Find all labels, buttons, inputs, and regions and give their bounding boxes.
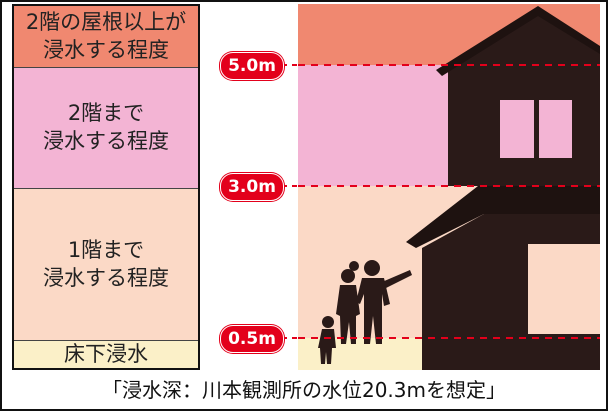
legend-roof-label: 2階の屋根以上が 浸水する程度 [25,9,187,62]
legend-band-under-floor: 床下浸水 [14,340,198,368]
legend-first-floor-label: 1階まで 浸水する程度 [43,237,169,290]
legend-band-second-floor: 2階まで 浸水する程度 [14,67,198,188]
depth-marker-0-5m: 0.5m [220,325,284,353]
depth-marker-3m: 3.0m [220,173,284,201]
caption: 「浸水深：川本観測所の水位20.3mを想定」 [101,378,506,402]
house-illustration [298,4,600,370]
house-scene [298,4,600,370]
legend-band-first-floor: 1階まで 浸水する程度 [14,188,198,340]
depth-legend: 2階の屋根以上が 浸水する程度 2階まで 浸水する程度 1階まで 浸水する程度 … [12,4,200,370]
legend-under-floor-label: 床下浸水 [64,341,148,366]
upper-roof-edge [436,6,600,76]
marker-leaders [282,64,298,339]
legend-second-floor-label: 2階まで 浸水する程度 [43,101,169,153]
lower-roof [406,186,600,248]
upper-window-divider [534,100,539,158]
legend-band-roof: 2階の屋根以上が 浸水する程度 [14,6,198,67]
depth-marker-5m: 5.0m [220,52,284,80]
lower-window [528,244,600,334]
family-silhouette [318,260,412,364]
